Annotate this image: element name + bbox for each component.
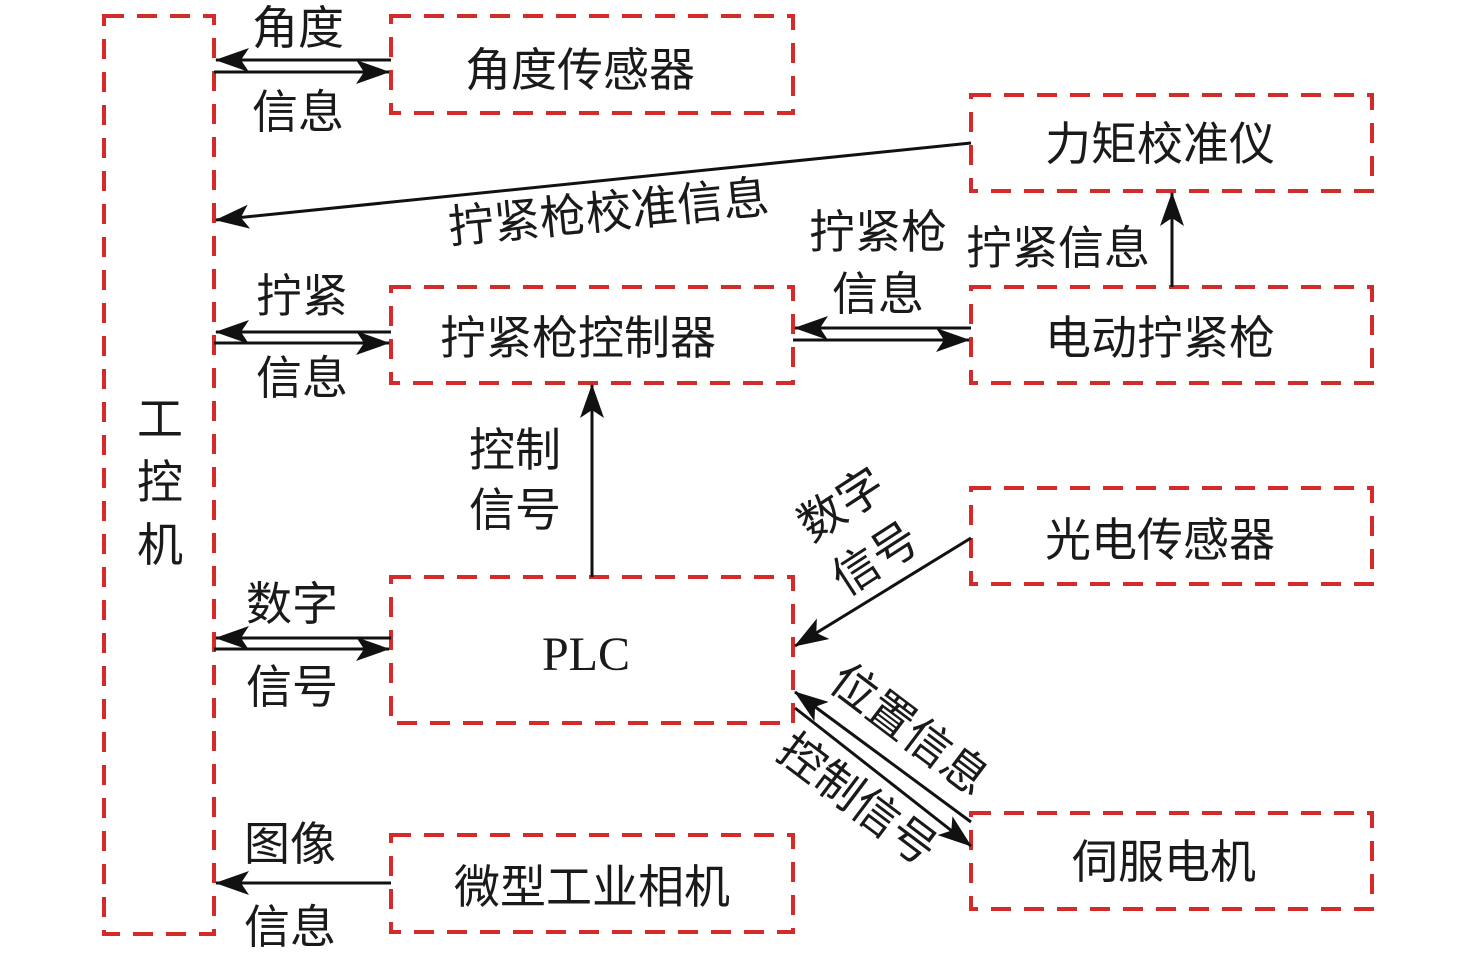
edge-label-tighten-info-2: 信息 <box>256 351 348 405</box>
node-torque-calibrator <box>969 93 1374 193</box>
edge-label-tighten-info-up: 拧紧信息 <box>966 221 1150 275</box>
edge-label-control-signal-1: 控制 <box>469 423 561 477</box>
edge-label-digital-signal-1: 数字 <box>246 577 338 631</box>
photo-sensor-label: 光电传感器 <box>1045 513 1275 567</box>
edge-label-digital-signal-2: 信号 <box>246 660 338 714</box>
edge-label-calibration-info: 拧紧枪校准信息 <box>446 170 772 255</box>
edge-label-angle-info-1: 角度 <box>252 1 344 55</box>
edge-label-angle-info-2: 信息 <box>252 85 344 139</box>
node-angle-sensor <box>389 14 795 115</box>
arrow-servo-to-plc <box>794 690 972 824</box>
camera-label: 微型工业相机 <box>454 860 730 914</box>
node-servo-motor <box>969 811 1374 911</box>
edge-label-tighten-info-1: 拧紧 <box>256 269 348 323</box>
ipc-label-char-2: 控 <box>137 455 183 509</box>
servo-motor-label: 伺服电机 <box>1072 835 1256 889</box>
ipc-label-char-1: 工 <box>137 392 183 446</box>
edge-label-wrench-info-2: 信息 <box>832 267 924 321</box>
arrow-plc-to-servo <box>794 706 972 848</box>
arrow-calibrator-to-ipc <box>215 141 972 229</box>
node-wrench-controller <box>389 285 795 385</box>
torque-calibrator-label: 力矩校准仪 <box>1045 117 1275 171</box>
electric-wrench-label: 电动拧紧枪 <box>1045 311 1275 365</box>
node-camera <box>389 833 795 934</box>
wrench-controller-label: 拧紧枪控制器 <box>440 311 716 365</box>
node-industrial-pc <box>102 14 216 936</box>
edge-label-control-signal-2: 信号 <box>469 483 561 537</box>
plc-label: PLC <box>542 628 630 681</box>
ipc-label-char-3: 机 <box>137 518 183 572</box>
edge-label-image-info-1: 图像 <box>244 817 336 871</box>
node-photo-sensor <box>969 486 1374 586</box>
edge-label-wrench-info-1: 拧紧枪 <box>809 205 947 259</box>
edge-label-image-info-2: 信息 <box>244 900 336 954</box>
angle-sensor-label: 角度传感器 <box>465 43 695 97</box>
arrow-photo-sensor-to-plc <box>794 536 972 648</box>
